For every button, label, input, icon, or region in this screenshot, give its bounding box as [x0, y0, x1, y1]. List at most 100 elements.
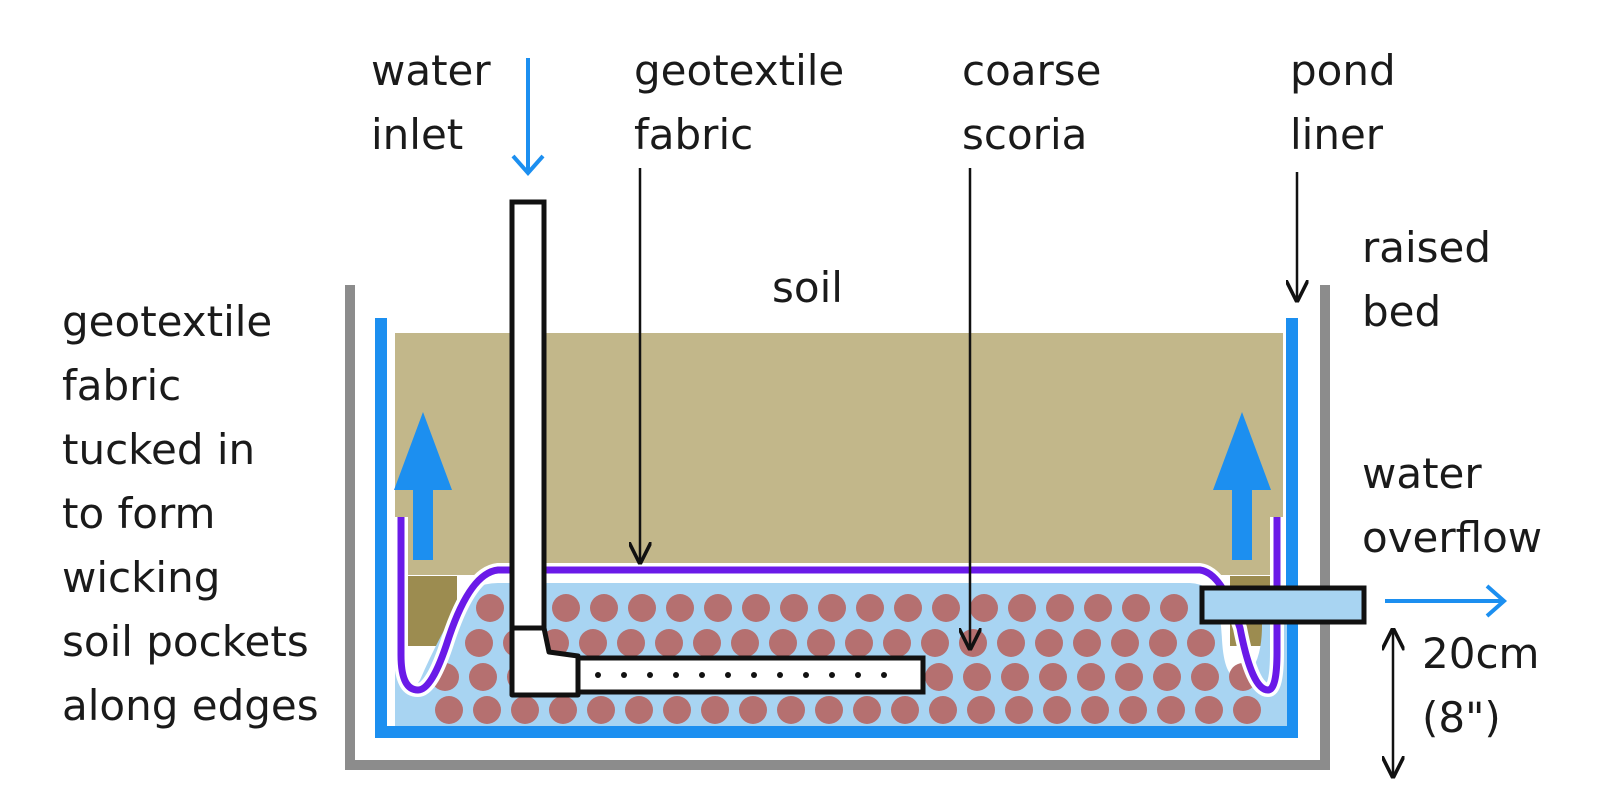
scoria-particle	[469, 663, 497, 691]
perforation-hole	[855, 672, 861, 678]
label-water-overflow: water overflow	[1362, 449, 1542, 562]
raised-bed-wall	[345, 285, 1330, 770]
scoria-particle	[473, 696, 501, 724]
label-coarse-scoria: coarse scoria	[962, 46, 1115, 159]
scoria-particle	[925, 663, 953, 691]
scoria-particle	[731, 629, 759, 657]
scoria-particle	[1122, 594, 1150, 622]
scoria-particle	[780, 594, 808, 622]
scoria-particle	[1153, 663, 1181, 691]
scoria-particle	[883, 629, 911, 657]
water-overflow-arrow-icon	[1385, 584, 1508, 618]
scoria-particle	[579, 629, 607, 657]
perforation-hole	[621, 672, 627, 678]
scoria-particle	[891, 696, 919, 724]
perforated-pipe	[575, 655, 926, 695]
scoria-particle	[625, 696, 653, 724]
label-geotextile-fabric: geotextile fabric	[634, 46, 858, 159]
inlet-pipe-vertical	[509, 199, 547, 631]
scoria-particle	[1077, 663, 1105, 691]
coarse-scoria-particles	[431, 594, 1261, 724]
scoria-particle	[1115, 663, 1143, 691]
scoria-particle	[1233, 696, 1261, 724]
water-inlet-arrow-icon	[511, 58, 545, 177]
scoria-particle	[929, 696, 957, 724]
scoria-particle	[1073, 629, 1101, 657]
scoria-particle	[777, 696, 805, 724]
scoria-particle	[1081, 696, 1109, 724]
scoria-particle	[769, 629, 797, 657]
scoria-particle	[701, 696, 729, 724]
scoria-particle	[552, 594, 580, 622]
scoria-particle	[815, 696, 843, 724]
perforation-hole	[647, 672, 653, 678]
scoria-particle	[587, 696, 615, 724]
perforation-hole	[881, 672, 887, 678]
perforation-hole	[829, 672, 835, 678]
scoria-particle	[853, 696, 881, 724]
perforation-hole	[673, 672, 679, 678]
label-pond-liner: pond liner	[1290, 46, 1409, 159]
pipe-perforations	[595, 672, 887, 678]
scoria-particle	[465, 629, 493, 657]
scoria-particle	[1001, 663, 1029, 691]
scoria-particle	[1191, 663, 1219, 691]
scoria-particle	[1149, 629, 1177, 657]
scoria-particle	[1119, 696, 1147, 724]
scoria-particle	[856, 594, 884, 622]
scoria-particle	[742, 594, 770, 622]
scoria-particle	[1046, 594, 1074, 622]
scoria-particle	[997, 629, 1025, 657]
perforation-hole	[751, 672, 757, 678]
scoria-particle	[967, 696, 995, 724]
overflow-pipe	[1199, 585, 1367, 625]
scoria-particle	[1160, 594, 1188, 622]
scoria-particle	[476, 594, 504, 622]
pond-liner	[375, 318, 1298, 738]
scoria-particle	[894, 594, 922, 622]
geotextile-fabric	[397, 517, 1281, 694]
scoria-particle	[807, 629, 835, 657]
scoria-particle	[1043, 696, 1071, 724]
wicking-arrow-left-icon	[394, 412, 452, 560]
scoria-particle	[1195, 696, 1223, 724]
perforation-hole	[777, 672, 783, 678]
perforation-hole	[595, 672, 601, 678]
scoria-particle	[963, 663, 991, 691]
scoria-particle	[1005, 696, 1033, 724]
scoria-particle	[704, 594, 732, 622]
scoria-particle	[1039, 663, 1067, 691]
scoria-particle	[693, 629, 721, 657]
perforation-hole	[803, 672, 809, 678]
scoria-particle	[663, 696, 691, 724]
perforation-hole	[725, 672, 731, 678]
scoria-particle	[932, 594, 960, 622]
scoria-particle	[959, 629, 987, 657]
scoria-particle	[549, 696, 577, 724]
scoria-particle	[435, 696, 463, 724]
label-raised-bed: raised bed	[1362, 223, 1504, 336]
scoria-particle	[818, 594, 846, 622]
scoria-particle	[1157, 696, 1185, 724]
label-geotextile-tucked: geotextile fabric tucked in to form wick…	[62, 297, 322, 730]
scoria-particle	[655, 629, 683, 657]
label-water-inlet: water inlet	[371, 46, 504, 159]
scoria-particle	[1111, 629, 1139, 657]
scoria-particle	[1084, 594, 1112, 622]
scoria-particle	[1008, 594, 1036, 622]
scoria-particle	[617, 629, 645, 657]
label-depth: 20cm (8")	[1422, 629, 1553, 742]
scoria-particle	[1187, 629, 1215, 657]
scoria-particle	[921, 629, 949, 657]
scoria-particle	[845, 629, 873, 657]
scoria-particle	[970, 594, 998, 622]
scoria-particle	[590, 594, 618, 622]
scoria-particle	[628, 594, 656, 622]
label-soil: soil	[772, 263, 843, 312]
scoria-particle	[666, 594, 694, 622]
perforation-hole	[699, 672, 705, 678]
scoria-particle	[739, 696, 767, 724]
scoria-particle	[1035, 629, 1063, 657]
scoria-particle	[511, 696, 539, 724]
